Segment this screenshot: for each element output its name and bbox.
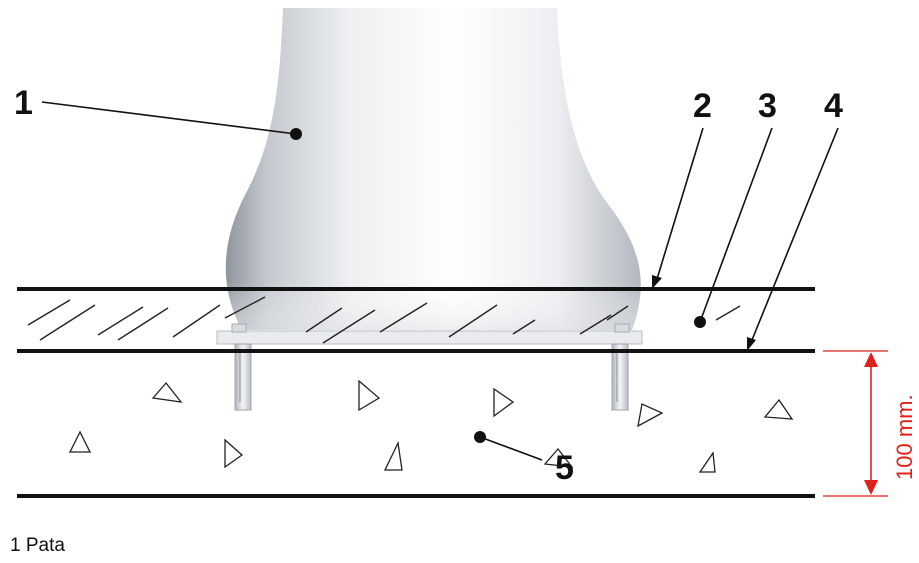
callout-number-5: 5 xyxy=(555,449,574,487)
anchor-bolt-right xyxy=(611,343,629,411)
concrete-aggregate xyxy=(68,379,794,473)
callout-number-1: 1 xyxy=(14,84,33,122)
callout-number-2: 2 xyxy=(693,87,712,125)
screed-hatching xyxy=(27,296,741,344)
anchor-bolt-left xyxy=(234,343,252,411)
thickness-dimension xyxy=(823,350,888,497)
dimension-label: 100 mm. xyxy=(892,394,917,480)
base-plate xyxy=(216,323,643,345)
leader-lines xyxy=(41,101,839,461)
caption-text: 1 Pata xyxy=(10,535,65,556)
callout-number-4: 4 xyxy=(824,87,843,125)
callout-number-3: 3 xyxy=(758,87,777,125)
appliance-body xyxy=(225,8,641,330)
